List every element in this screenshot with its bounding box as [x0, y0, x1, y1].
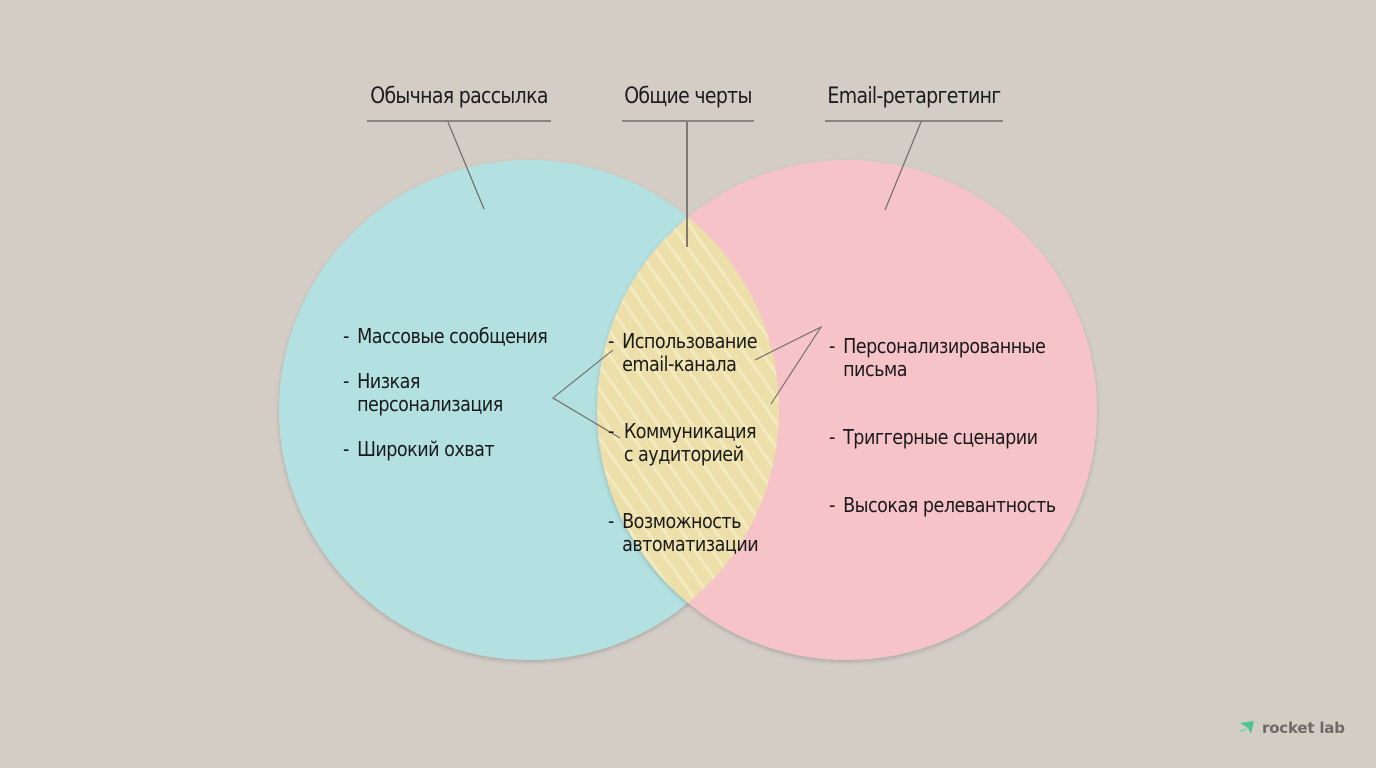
list-item: -Использование email-канала [608, 329, 758, 376]
right-connector [754, 325, 823, 405]
right-list: -Персонализированные письма -Триггерные … [829, 312, 1056, 562]
left-title: Обычная рассылка [370, 84, 548, 109]
rocket-arrow-icon [1240, 721, 1254, 734]
right-leader-line [884, 121, 922, 211]
list-item: -Триггерные сценарии [829, 425, 1038, 449]
middle-title: Общие черты [624, 84, 752, 109]
list-item: -Широкий охват [343, 437, 495, 461]
list-item: -Коммуникация с аудиторией [608, 419, 757, 466]
logo-text: rocket lab [1262, 719, 1345, 737]
left-list: -Массовые сообщения -Низкая персонализац… [343, 324, 548, 483]
list-item: -Низкая персонализация [343, 369, 503, 416]
left-leader-line [447, 121, 485, 210]
intersection-region [597, 160, 779, 660]
rocket-lab-logo: rocket lab [1238, 719, 1345, 737]
right-title: Email-ретаргетинг [827, 84, 1001, 109]
left-connector [552, 349, 621, 439]
list-item: -Персонализированные письма [829, 334, 1046, 381]
list-item: -Массовые сообщения [343, 324, 548, 348]
list-item: -Высокая релевантность [829, 493, 1056, 517]
middle-list: -Использование email-канала -Коммуникаци… [608, 307, 759, 601]
list-item: -Возможность автоматизации [608, 509, 759, 556]
